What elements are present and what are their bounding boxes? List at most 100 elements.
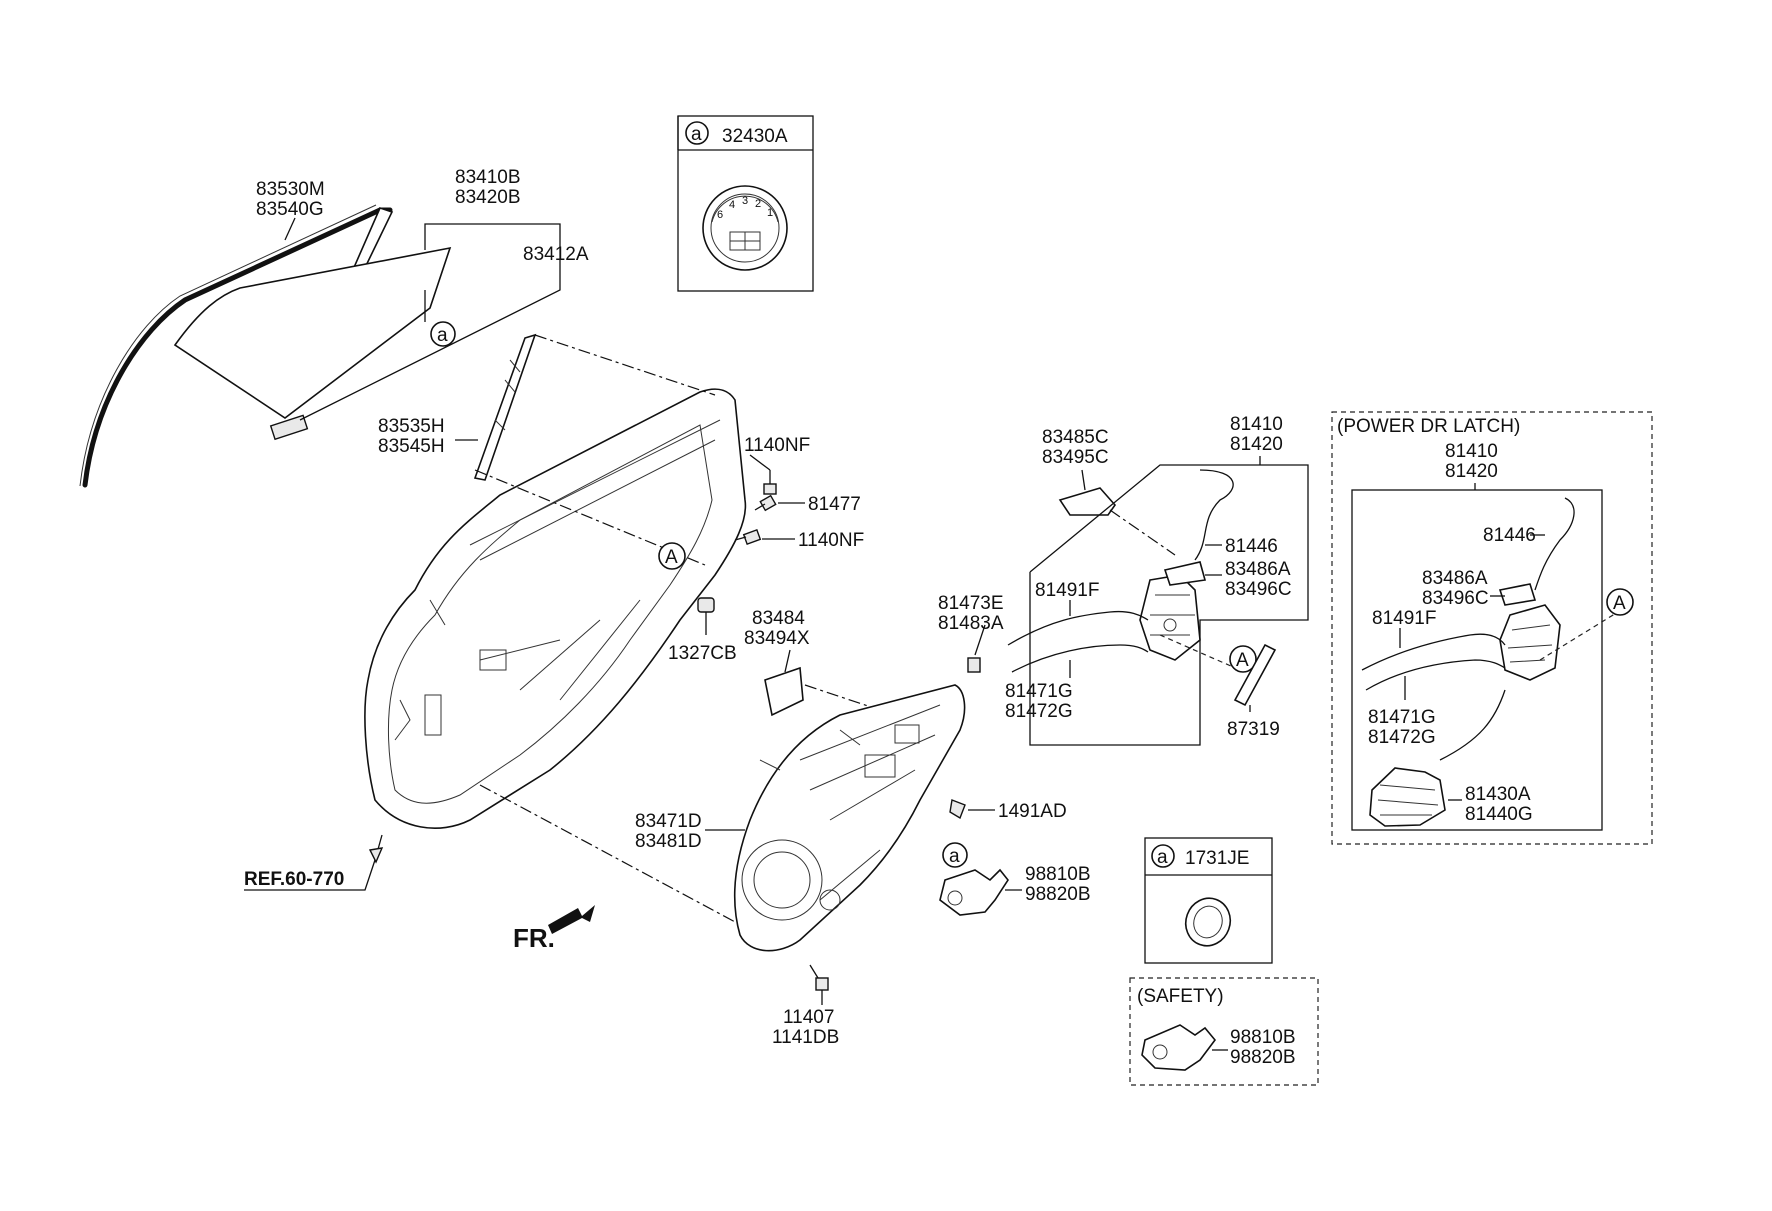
label-83485c: 83485C [1042, 427, 1109, 448]
cable-81471g-b [1365, 659, 1506, 691]
label-81472g-b: 81472G [1368, 727, 1436, 748]
label-81473e: 81473E [938, 593, 1004, 614]
label-81491f-b: 81491F [1372, 608, 1436, 629]
cover-83486a-b [1498, 583, 1537, 606]
inset-num-4: 1 [767, 207, 773, 219]
door-latch [1139, 574, 1201, 661]
label-83486a-b: 83486A [1422, 568, 1488, 589]
label-81410-a: 81410 [1230, 414, 1283, 435]
callout-a-panel [942, 842, 968, 868]
label-81440g: 81440G [1465, 804, 1533, 825]
label-ref: REF.60-770 [244, 869, 344, 890]
seal-87319 [1233, 643, 1277, 707]
label-81446-a: 81446 [1225, 536, 1278, 557]
label-83484: 83484 [752, 608, 805, 629]
inset-num-0: 6 [717, 209, 723, 221]
dash-power-A [1539, 611, 1619, 661]
label-1491ad: 1491AD [998, 801, 1067, 822]
clip-1491ad [949, 799, 966, 820]
callout-A-latch-text: A [1236, 650, 1249, 671]
label-power-dr-latch: (POWER DR LATCH) [1337, 416, 1520, 437]
inset-1731je: a 1731JE [1144, 837, 1273, 964]
latch-group-box [1029, 464, 1309, 746]
rod-81446 [1194, 469, 1234, 561]
label-fr: FR. [513, 923, 555, 953]
underline-ref [244, 859, 376, 891]
power-latch-actuator [1369, 767, 1446, 827]
label-98810b: 98810B [1025, 864, 1091, 885]
cable-81491f [1007, 610, 1149, 646]
dash-frame-top [534, 334, 716, 396]
clip-81473e [967, 657, 981, 673]
window-motor [939, 868, 1009, 916]
label-87319: 87319 [1227, 719, 1280, 740]
callout-A-power [1606, 588, 1634, 616]
label-1141db: 1141DB [772, 1027, 839, 1048]
callout-A-door [658, 542, 686, 570]
label-83540g: 83540G [256, 199, 324, 220]
callout-a-glass-text: a [437, 325, 448, 346]
bolt-1140nf-bottom [734, 529, 762, 545]
label-81410-b: 81410 [1445, 441, 1498, 462]
leader-83410b [299, 223, 561, 421]
callout-a-panel-text: a [949, 846, 960, 867]
label-98810b-safety: 98810B [1230, 1027, 1296, 1048]
label-81471g-b: 81471G [1368, 707, 1436, 728]
label-83410b: 83410B [455, 167, 521, 188]
label-83496c-a: 83496C [1225, 579, 1292, 600]
label-81472g-a: 81472G [1005, 701, 1073, 722]
dash-latch-A [1159, 634, 1241, 671]
inset-32430a-a: a [691, 124, 702, 145]
label-81430a: 81430A [1465, 784, 1531, 805]
callout-A-door-text: A [665, 547, 678, 568]
bracket-83484 [764, 666, 804, 717]
bolt-1140nf-top [763, 470, 777, 495]
leader-81473e [974, 624, 986, 656]
label-81446-b: 81446 [1483, 525, 1536, 546]
label-83471d: 83471D [635, 811, 702, 832]
leader-1140nf-top [749, 454, 771, 471]
label-98820b: 98820B [1025, 884, 1091, 905]
cable-actuator [1439, 689, 1506, 761]
label-1327cb: 1327CB [668, 643, 737, 664]
label-83420b: 83420B [455, 187, 521, 208]
label-98820b-safety: 98820B [1230, 1047, 1296, 1068]
label-83495c: 83495C [1042, 447, 1109, 468]
cover-83486a [1163, 561, 1207, 586]
module-panel [734, 684, 966, 952]
inset-num-2: 3 [742, 195, 748, 207]
arrow-ref [368, 847, 384, 864]
label-11407: 11407 [783, 1007, 834, 1028]
label-81491f-a: 81491F [1035, 580, 1099, 601]
label-83481d: 83481D [635, 831, 702, 852]
label-1140nf-bottom: 1140NF [798, 530, 864, 551]
inset-32430a: a 32430A 6 4 3 2 1 [677, 115, 814, 292]
inset-power-dr-latch: (POWER DR LATCH) 81410 81420 81446 83486… [1331, 411, 1653, 845]
door-glass [173, 246, 452, 441]
inset-num-1: 4 [729, 199, 735, 211]
dash-frame-bottom [479, 784, 751, 931]
label-83496c-b: 83496C [1422, 588, 1489, 609]
label-1140nf-top: 1140NF [744, 435, 810, 456]
division-channel [473, 333, 537, 481]
callout-A-power-text: A [1613, 593, 1626, 614]
cover-83485c [1058, 487, 1117, 516]
front-arrow [548, 905, 595, 934]
safety-window-motor [1141, 1024, 1217, 1071]
label-83545h: 83545H [378, 436, 445, 457]
rod-81446-b [1534, 497, 1575, 591]
label-32430a: 32430A [722, 126, 788, 147]
leader-83530m [284, 217, 296, 241]
dash-83485c [1109, 509, 1176, 556]
bolt-11407 [809, 964, 829, 991]
cable-81491f-b [1361, 633, 1506, 671]
label-81471g-a: 81471G [1005, 681, 1073, 702]
callout-a-glass [430, 321, 456, 347]
label-83412a: 83412A [523, 244, 589, 265]
label-81420-a: 81420 [1230, 434, 1283, 455]
power-latch-box [1351, 489, 1603, 831]
label-81483a: 81483A [938, 613, 1004, 634]
label-1731je: 1731JE [1185, 848, 1249, 869]
leader-83485c [1081, 469, 1086, 491]
